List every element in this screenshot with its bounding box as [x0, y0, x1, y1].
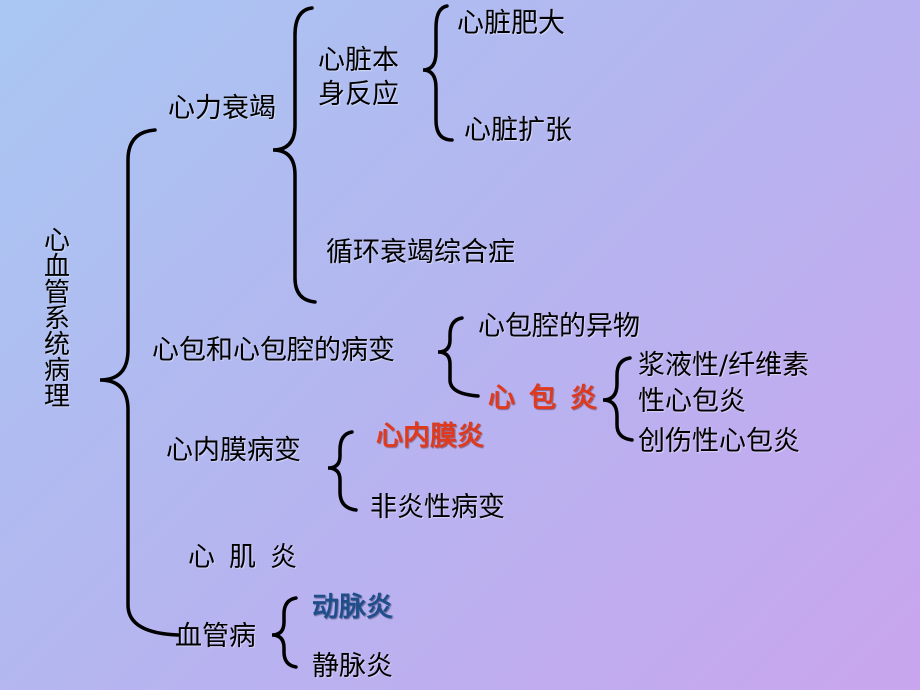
- phlebitis-label: 静脉炎: [312, 651, 393, 682]
- pericardial-foreign-body-label: 心包腔的异物: [478, 311, 640, 342]
- arteritis-label: 动脉炎: [312, 592, 393, 623]
- endocarditis-label: 心内膜炎: [376, 421, 484, 452]
- root-brace: [99, 128, 180, 637]
- cardiac-hypertrophy-label: 心脏肥大: [457, 8, 565, 39]
- vascular-brace: [271, 596, 298, 669]
- heart-self-reaction-line2: 身反应: [318, 79, 399, 110]
- self-reaction-brace: [422, 4, 454, 142]
- circulatory-failure-label: 循环衰竭综合症: [326, 237, 515, 268]
- pericardial-brace: [437, 316, 480, 398]
- heart-self-reaction-line1: 心脏本: [318, 45, 399, 76]
- heart-failure-label: 心力衰竭: [168, 93, 276, 124]
- pericarditis-label: 心包炎: [488, 383, 611, 414]
- endocardial-disease-label: 心内膜病变: [166, 435, 301, 466]
- heart-failure-brace: [272, 6, 317, 304]
- traumatic-pericarditis-label: 创伤性心包炎: [638, 426, 800, 457]
- vascular-disease-label: 血管病: [175, 621, 256, 652]
- serous-fibrinous-line2: 性心包炎: [638, 386, 746, 417]
- myocarditis-label: 心肌炎: [188, 542, 311, 573]
- pericarditis-brace: [602, 356, 634, 442]
- serous-fibrinous-line1: 浆液性/纤维素: [638, 350, 810, 381]
- cardiac-dilation-label: 心脏扩张: [464, 115, 572, 146]
- pericardial-disease-label: 心包和心包腔的病变: [152, 335, 395, 366]
- root-label: 心血管系统病理: [43, 226, 70, 412]
- noninflammatory-label: 非炎性病变: [370, 492, 505, 523]
- endocardial-brace: [327, 430, 358, 512]
